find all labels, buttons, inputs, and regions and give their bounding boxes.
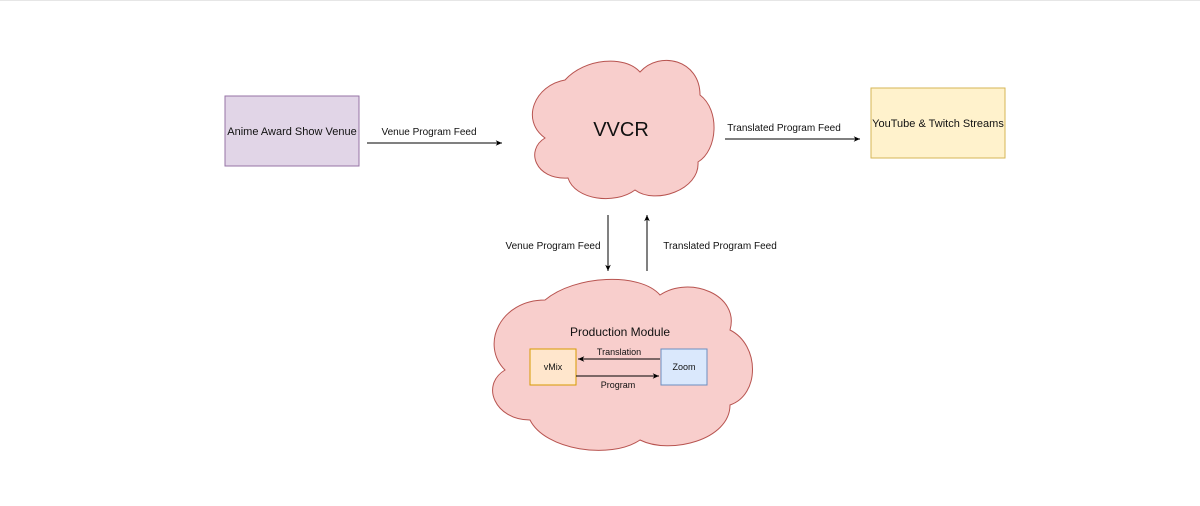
zoom-box	[660, 348, 708, 386]
streams-label: YouTube & Twitch Streams	[872, 118, 1004, 130]
edge-vvcr-to-streams-label: Translated Program Feed	[727, 123, 841, 134]
venue-label: Anime Award Show Venue	[227, 126, 356, 138]
venue-box	[224, 95, 360, 167]
vmix-box	[529, 348, 577, 386]
edge-zoom-to-vmix-label: Translation	[597, 347, 641, 357]
edge-vvcr-to-streams: Translated Program Feed	[725, 123, 860, 142]
streams-box	[870, 87, 1006, 159]
zoom-node[interactable]: Zoom	[660, 348, 708, 386]
production-node[interactable]: Production Module	[492, 279, 753, 451]
edge-vmix-to-zoom: Program	[576, 373, 659, 390]
production-label: Production Module	[570, 325, 670, 339]
top-divider	[0, 0, 1200, 1]
edge-venue-to-vvcr-label: Venue Program Feed	[381, 127, 476, 138]
venue-node[interactable]: Anime Award Show Venue	[224, 95, 360, 167]
vvcr-label: VVCR	[593, 119, 649, 141]
vvcr-cloud	[532, 59, 715, 200]
edge-production-to-vvcr: Translated Program Feed	[644, 215, 777, 271]
zoom-label: Zoom	[672, 362, 695, 372]
edge-vvcr-to-production: Venue Program Feed	[505, 215, 611, 271]
vvcr-node[interactable]: VVCR	[532, 59, 715, 200]
edge-production-to-vvcr-label: Translated Program Feed	[663, 241, 777, 252]
vmix-node[interactable]: vMix	[529, 348, 577, 386]
edge-vmix-to-zoom-label: Program	[601, 380, 636, 390]
edge-zoom-to-vmix: Translation	[578, 347, 660, 362]
edge-venue-to-vvcr: Venue Program Feed	[367, 127, 502, 146]
edge-vvcr-to-production-label: Venue Program Feed	[505, 241, 600, 252]
streams-node[interactable]: YouTube & Twitch Streams	[870, 87, 1006, 159]
vmix-label: vMix	[544, 362, 563, 372]
production-cloud	[492, 279, 753, 451]
